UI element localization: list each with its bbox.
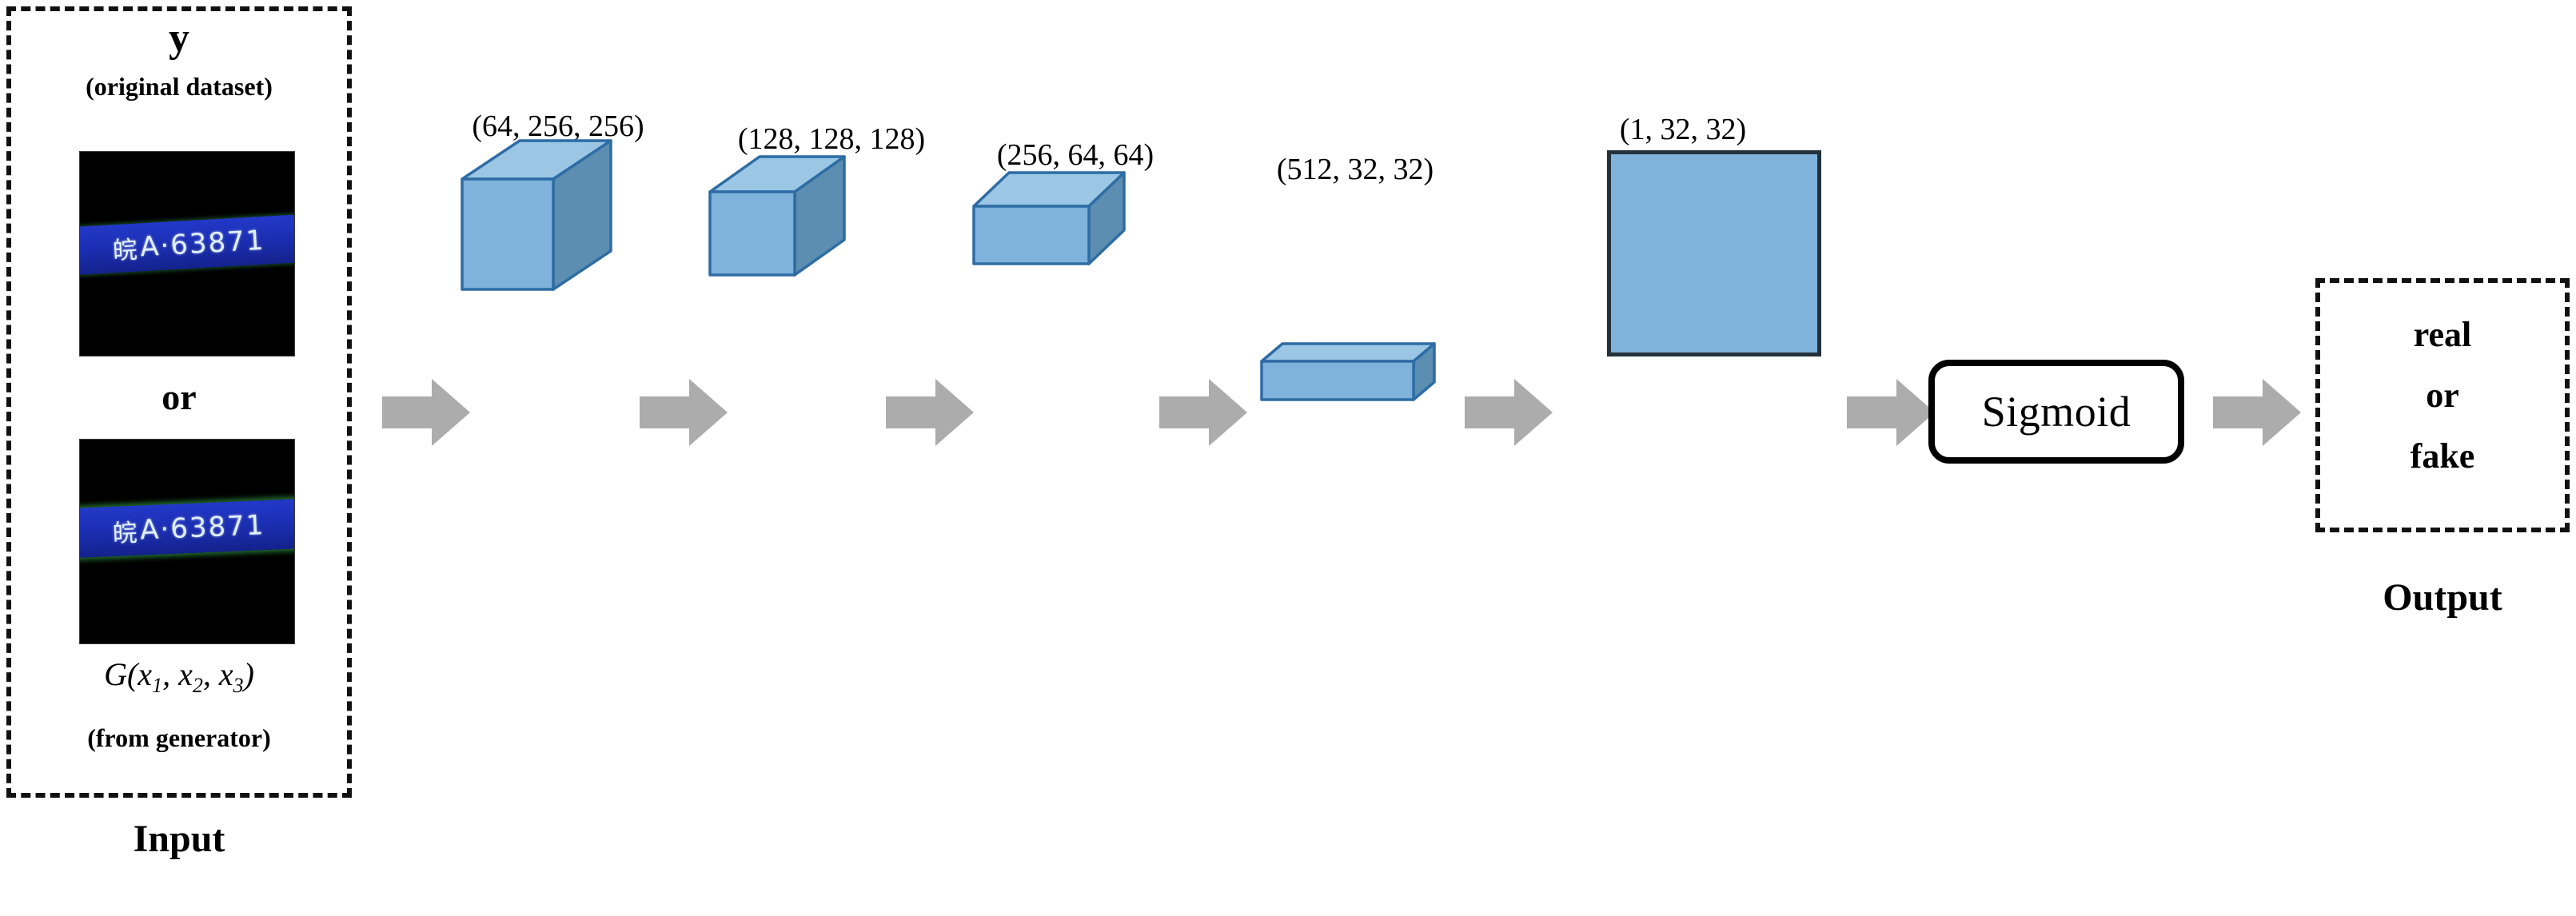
output-line-fake: fake [2410, 436, 2475, 476]
output-line-real: real [2413, 315, 2472, 354]
plate-province-char-bottom: 皖 [112, 519, 140, 548]
gx-x1-subscript: 1 [152, 674, 163, 697]
gx-x2-subscript: 2 [192, 674, 203, 697]
input-note-original-dataset: (original dataset) [86, 72, 273, 101]
flow-arrow-1 [382, 376, 470, 449]
output-dashed-panel [2315, 278, 2570, 532]
input-dashed-panel [6, 6, 352, 798]
flow-arrow-4 [1159, 376, 1247, 449]
layer-label-2: (256, 64, 64) [996, 138, 1154, 172]
feature-map-1x32x32 [1607, 150, 1821, 356]
input-note-from-generator: (from generator) [87, 723, 271, 752]
gx-comma2: , [202, 656, 219, 692]
conv-block-1 [708, 155, 862, 278]
flow-arrow-7 [2213, 376, 2301, 449]
plate-province-char-top: 皖 [111, 236, 140, 266]
input-caption: Input [133, 818, 225, 860]
flow-arrow-6 [1847, 376, 1935, 449]
flow-arrow-2 [640, 376, 728, 449]
conv-block-0 [461, 139, 622, 293]
conv-block-3 [1260, 342, 1446, 408]
gx-close: ) [243, 656, 254, 692]
gx-x1: x [138, 656, 153, 692]
input-separator-or: or [161, 376, 197, 417]
gx-open: ( [126, 656, 138, 692]
gx-x3-subscript: 3 [233, 674, 244, 697]
sigmoid-activation-node[interactable]: Sigmoid [1928, 360, 2184, 464]
gx-G: G [104, 656, 127, 692]
input-symbol-y: y [169, 15, 189, 61]
gx-comma1: , [162, 656, 179, 692]
output-caption: Output [2383, 576, 2502, 619]
plate-number-bottom: A·63871 [139, 509, 266, 547]
plate-number-top: A·63871 [139, 224, 266, 264]
conv-block-2 [972, 171, 1142, 269]
layer-label-1: (128, 128, 128) [737, 122, 926, 156]
input-symbol-generator-expression: G(x1, x2, x3) [6, 655, 352, 698]
layer-label-0: (64, 256, 256) [472, 110, 644, 143]
layer-label-3: (512, 32, 32) [1276, 153, 1434, 186]
flow-arrow-5 [1465, 376, 1553, 449]
sigmoid-label: Sigmoid [1981, 388, 2131, 436]
output-line-or: or [2426, 376, 2459, 415]
gx-x2: x [178, 656, 193, 692]
layer-label-4: (1, 32, 32) [1619, 113, 1747, 146]
flow-arrow-3 [886, 376, 974, 449]
gx-x3: x [218, 656, 233, 692]
